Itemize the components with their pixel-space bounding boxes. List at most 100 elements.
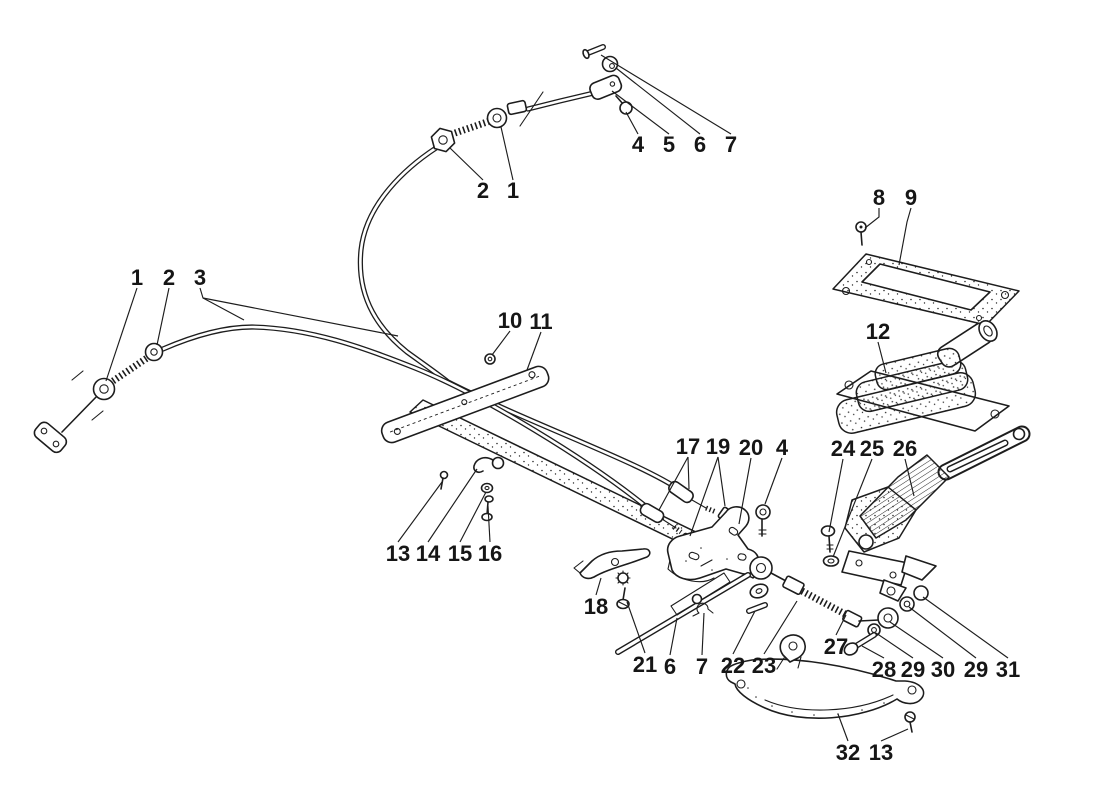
leader-line [701, 612, 705, 656]
adjuster-round-nut [486, 107, 508, 129]
rod-washer [749, 583, 769, 599]
rear-lock-nut [144, 342, 164, 362]
leader-line [595, 577, 602, 596]
callout-1: 1 [507, 178, 519, 203]
callout-8: 8 [873, 185, 885, 210]
callout-25: 25 [860, 436, 884, 461]
screw-16 [481, 495, 494, 522]
guard-screw [904, 711, 916, 733]
pawl-link [879, 579, 907, 602]
grommet [480, 482, 494, 494]
pawl [901, 555, 937, 581]
pivot-bolt [820, 525, 840, 567]
star-washer [615, 570, 631, 586]
cable-clamp [473, 456, 505, 473]
callout-24: 24 [831, 436, 856, 461]
small-nut [484, 353, 496, 365]
top-fasteners [582, 44, 633, 115]
equalizer-bracket [666, 504, 771, 583]
leader-line [202, 297, 399, 337]
callout-13: 13 [386, 541, 410, 566]
callout-32: 32 [836, 740, 860, 765]
pivot-washer [822, 555, 840, 567]
leader-line [459, 491, 487, 543]
front-cable [357, 89, 686, 495]
callout-2: 2 [477, 178, 489, 203]
callout-22: 22 [721, 653, 745, 678]
leader-line [658, 456, 689, 511]
turnbuckle-assembly [770, 572, 929, 656]
leader-line [500, 126, 514, 181]
leader-line [904, 458, 915, 497]
leader-line [717, 456, 726, 507]
leader-line [877, 341, 887, 374]
leader-line [732, 610, 756, 655]
leader-line [427, 468, 478, 543]
rod-eye [749, 556, 773, 580]
callout-11: 11 [529, 309, 552, 334]
callout-12: 12 [866, 319, 890, 344]
release-button [1012, 427, 1026, 441]
leader-line [105, 287, 138, 382]
callout-18: 18 [584, 594, 608, 619]
leader-line [889, 621, 944, 659]
cover-screw [855, 221, 867, 246]
callout-26: 26 [893, 436, 917, 461]
leader-line [615, 67, 701, 135]
leader-line [880, 728, 909, 742]
leader-line [487, 505, 491, 543]
callout-31: 31 [996, 657, 1020, 682]
leader-line [828, 458, 844, 533]
rod-grommet [691, 593, 703, 605]
leader-line [449, 147, 484, 181]
callout-7: 7 [725, 132, 737, 157]
leader-line [898, 207, 912, 266]
cable-clevis-top [589, 74, 623, 100]
callout-29: 29 [964, 657, 988, 682]
equalizer-bolt-head [755, 504, 771, 520]
callout-19: 19 [706, 434, 730, 459]
guard-top-ear [779, 634, 806, 663]
callout-30: 30 [931, 657, 955, 682]
callout-16: 16 [478, 541, 502, 566]
rear-cable [33, 324, 657, 516]
callout-10: 10 [498, 308, 522, 333]
leader-line [156, 287, 170, 346]
leader-line [835, 614, 847, 636]
callout-14: 14 [416, 541, 441, 566]
callout-4: 4 [632, 132, 645, 157]
leader-line [764, 457, 783, 505]
leader-line [687, 456, 690, 490]
eyelet [601, 55, 619, 73]
leader-line [689, 456, 719, 537]
leader-line [922, 596, 1009, 659]
screw-13 [439, 470, 449, 490]
rod-end-eye [877, 607, 899, 629]
callout-15: 15 [448, 541, 472, 566]
callout-17: 17 [676, 434, 700, 459]
handbrake-lever [820, 425, 1031, 602]
callout-23: 23 [752, 653, 776, 678]
pivot-hole [858, 534, 874, 550]
callout-2: 2 [163, 265, 175, 290]
fixing-group [439, 456, 505, 522]
crossmember-plate [380, 353, 550, 444]
leader-line [625, 111, 639, 135]
callout-5: 5 [663, 132, 675, 157]
leader-line [763, 600, 798, 655]
clevis-pin-top [582, 44, 606, 60]
leader-line [875, 632, 914, 659]
leader-line [611, 90, 670, 135]
leader-line [397, 481, 443, 543]
rear-round-nut [92, 377, 116, 401]
leader-line [669, 617, 678, 656]
leader-line [908, 606, 977, 659]
leader-line [526, 331, 542, 371]
lever-bolt [843, 632, 877, 656]
callout-20: 20 [739, 435, 763, 460]
callout-1: 1 [131, 265, 143, 290]
leader-line [832, 458, 873, 558]
